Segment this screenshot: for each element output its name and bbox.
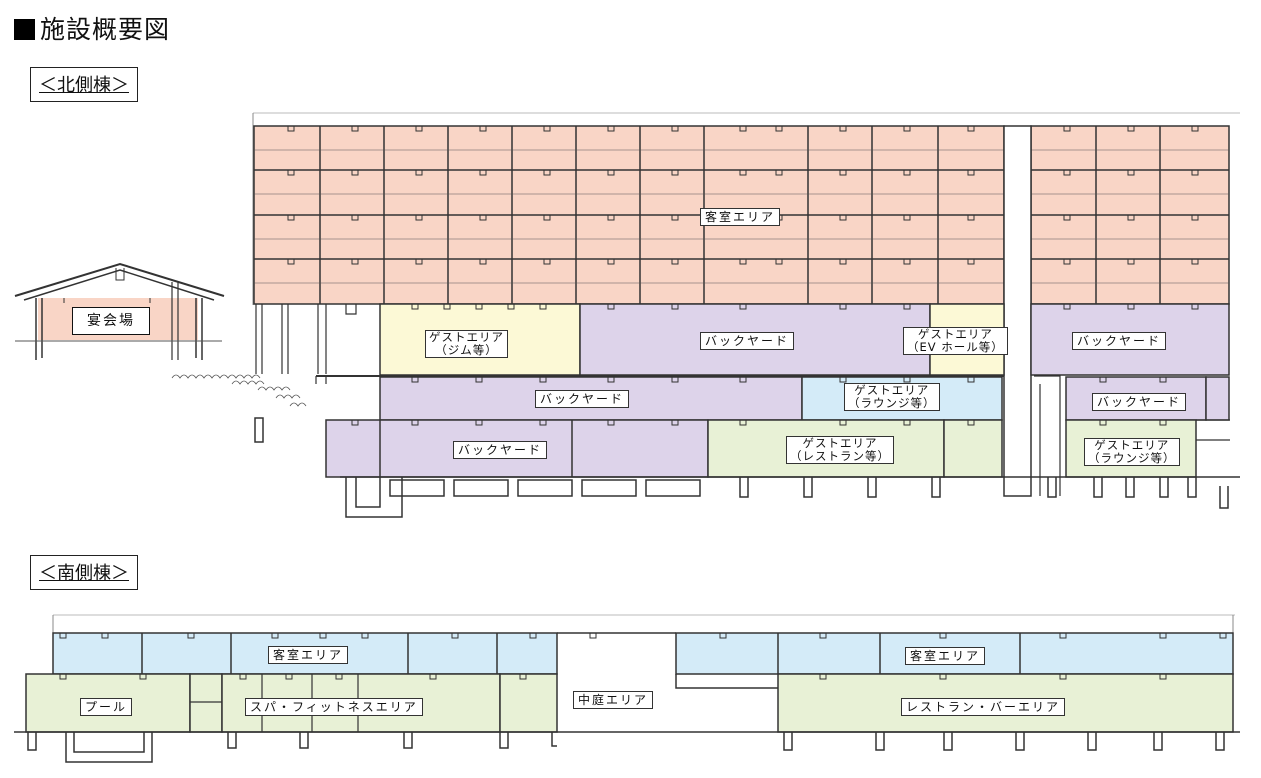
north-building-heading: ＜北側棟＞ [30, 67, 138, 102]
backyard-label-e: バックヤード [453, 441, 548, 459]
banquet-hall-label: 宴会場 [72, 307, 150, 335]
square-bullet-icon [14, 19, 35, 40]
south-foundation [14, 731, 1240, 763]
backyard-label-d: バックヤード [1092, 393, 1187, 411]
backyard-label-c: バックヤード [535, 390, 630, 408]
guest-area-lounge-label: ゲストエリア（ラウンジ等） [844, 383, 940, 411]
restaurant-bar-label: レストラン・バーエリア [901, 698, 1066, 716]
south-guest-room-area [52, 632, 1234, 675]
pool-label: プール [80, 698, 133, 716]
guest-area-restaurant-label: ゲストエリア（レストラン等） [786, 436, 894, 464]
backyard-label-a: バックヤード [700, 332, 795, 350]
south-building-heading: ＜南側棟＞ [30, 555, 138, 590]
guest-area-gym-label: ゲストエリア（ジム等） [425, 330, 508, 358]
elevator-shaft [1003, 125, 1032, 497]
page-title: 施設概要図 [14, 10, 170, 46]
guest-area-ev-hall-label: ゲストエリア（EV ホール等） [903, 327, 1008, 355]
north-foundation [254, 417, 1240, 518]
south-guest-room-label-right: 客室エリア [905, 647, 986, 665]
north-guest-room-label: 客室エリア [700, 208, 781, 226]
landscape-plants [171, 374, 307, 407]
guest-area-lounge-2-label: ゲストエリア（ラウンジ等） [1084, 438, 1180, 466]
courtyard-label: 中庭エリア [573, 691, 654, 709]
south-guest-room-label-left: 客室エリア [268, 646, 349, 664]
backyard-label-b: バックヤード [1072, 332, 1167, 350]
spa-fitness-label: スパ・フィットネスエリア [245, 698, 423, 716]
